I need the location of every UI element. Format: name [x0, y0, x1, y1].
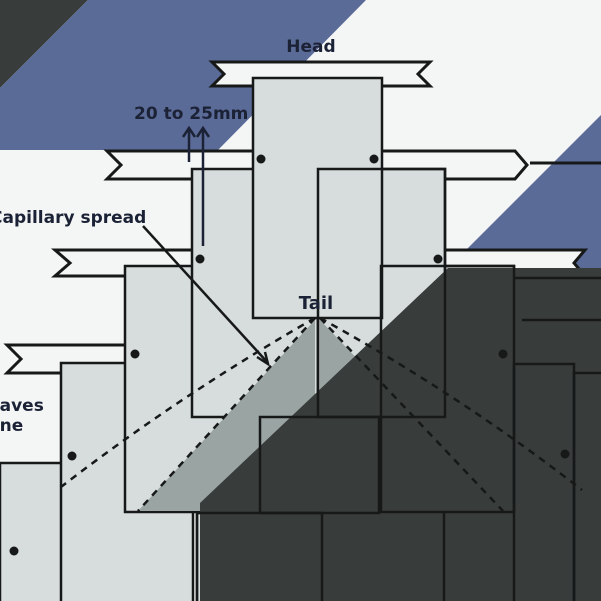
gap-arrows	[181, 125, 211, 246]
capillary-label: Capillary spread	[0, 208, 146, 228]
blue-band-top	[0, 0, 366, 150]
gap-label: 20 to 25mm	[134, 104, 248, 124]
head-label: Head	[286, 37, 335, 57]
nail-holes	[9, 154, 570, 556]
eaves-label-line2: line	[0, 416, 23, 436]
tail-label: Tail	[299, 293, 333, 314]
capillary-lines	[56, 316, 583, 512]
blue-band-right	[448, 115, 601, 268]
capillary-leader	[142, 225, 270, 367]
eaves-label-line1: Eaves	[0, 396, 44, 416]
overlay-outlines	[195, 167, 601, 601]
slate-row5-left	[0, 461, 64, 601]
